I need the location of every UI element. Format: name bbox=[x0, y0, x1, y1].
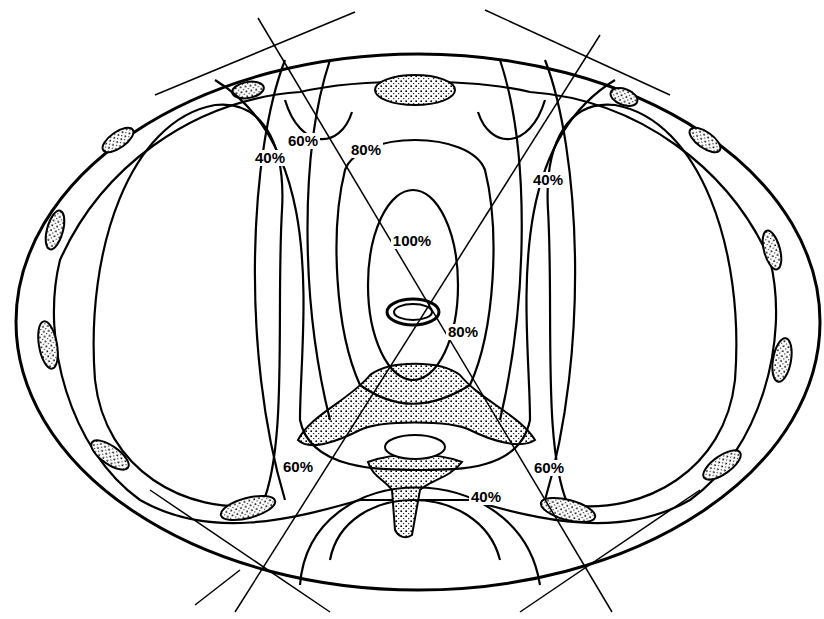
rib bbox=[218, 491, 277, 525]
isodose-label: 40% bbox=[253, 150, 287, 166]
beam-edge bbox=[258, 18, 612, 612]
isodose-100 bbox=[368, 190, 458, 380]
rib bbox=[42, 209, 68, 252]
isodose-label: 40% bbox=[469, 489, 503, 505]
isodose-60 bbox=[300, 488, 540, 586]
isodose-label: 80% bbox=[349, 142, 383, 158]
chest-wall bbox=[54, 82, 776, 524]
rib bbox=[699, 445, 745, 485]
beam-edge bbox=[150, 490, 330, 612]
rib bbox=[35, 320, 61, 370]
isodose-label: 60% bbox=[281, 459, 315, 475]
rib bbox=[759, 229, 785, 272]
spinal-canal bbox=[385, 435, 445, 459]
rib bbox=[231, 79, 265, 100]
isodose-80 bbox=[337, 140, 494, 404]
isodose-60 bbox=[215, 80, 615, 470]
beam-edge bbox=[155, 12, 355, 95]
sternum bbox=[375, 75, 455, 105]
rib bbox=[608, 85, 640, 110]
spinous-process bbox=[368, 455, 462, 538]
isodose-label: 60% bbox=[286, 133, 320, 149]
rib bbox=[99, 123, 138, 157]
rib bbox=[87, 435, 133, 475]
isodose-60 bbox=[308, 60, 331, 420]
isodose-label: 60% bbox=[532, 460, 566, 476]
isodose-40 bbox=[330, 500, 500, 560]
beam-edge bbox=[195, 570, 240, 605]
oesophagus bbox=[394, 304, 432, 320]
right-lung bbox=[548, 105, 737, 507]
isodose-60 bbox=[500, 60, 522, 420]
rib bbox=[769, 337, 794, 383]
isodose-label: 40% bbox=[531, 172, 565, 188]
rib bbox=[686, 123, 725, 157]
beam-edge bbox=[235, 35, 600, 612]
isodose-40 bbox=[545, 60, 575, 500]
rib bbox=[538, 493, 597, 527]
isodose-40 bbox=[255, 60, 285, 500]
beam-edge bbox=[485, 10, 670, 95]
beam-edge bbox=[520, 490, 700, 612]
isodose-label: 80% bbox=[446, 324, 480, 340]
isodose-label: 100% bbox=[391, 233, 433, 249]
